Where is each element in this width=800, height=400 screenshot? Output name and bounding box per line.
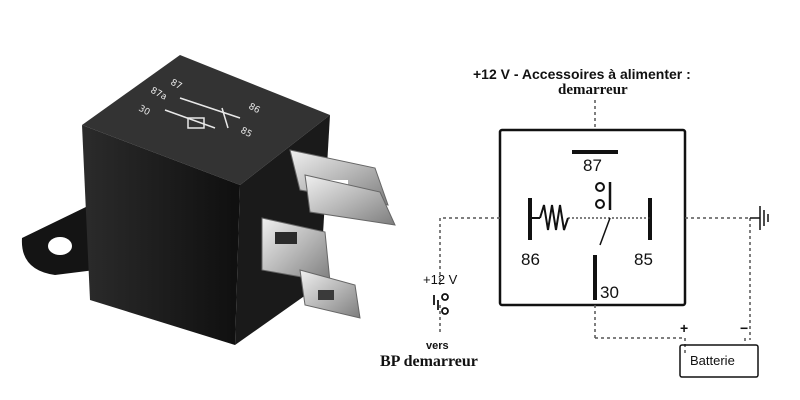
top-label: +12 V - Accessoires à alimenter : xyxy=(473,66,691,82)
relay-terminal-code: 85 xyxy=(239,126,254,140)
ground-icon xyxy=(750,206,769,230)
relay-coil xyxy=(530,204,650,246)
battery-box xyxy=(679,344,759,378)
relay-terminal-code: 30 xyxy=(137,104,152,118)
battery-plus-sign: + xyxy=(680,320,689,336)
pin-86-label: 86 xyxy=(521,250,540,269)
relay-top-printing xyxy=(164,97,241,129)
vers-label: vers xyxy=(426,340,449,352)
relay-mounting-tab xyxy=(21,205,95,275)
top-sublabel: demarreur xyxy=(558,82,628,98)
pin-30-label: 30 xyxy=(600,283,619,302)
pin-87-label: 87 xyxy=(583,156,602,175)
battery-label: Batterie xyxy=(690,353,735,368)
contact-point-upper xyxy=(595,182,605,192)
relay-terminal-code: 86 xyxy=(247,102,262,116)
relay-front-face xyxy=(82,125,240,345)
battery-minus-sign: − xyxy=(740,320,749,336)
pin-85-label: 85 xyxy=(634,250,653,269)
schematic-panel xyxy=(410,55,795,395)
push-button-icon xyxy=(433,293,449,315)
relay-top-face xyxy=(82,55,330,185)
relay-terminals xyxy=(261,149,396,319)
wiring xyxy=(439,100,751,355)
bp-demarreur-label: BP demarreur xyxy=(380,353,478,370)
contact-point-lower xyxy=(595,199,605,209)
plus-12v-label: +12 V xyxy=(423,272,458,287)
relay-terminal-code: 87 xyxy=(169,78,184,92)
